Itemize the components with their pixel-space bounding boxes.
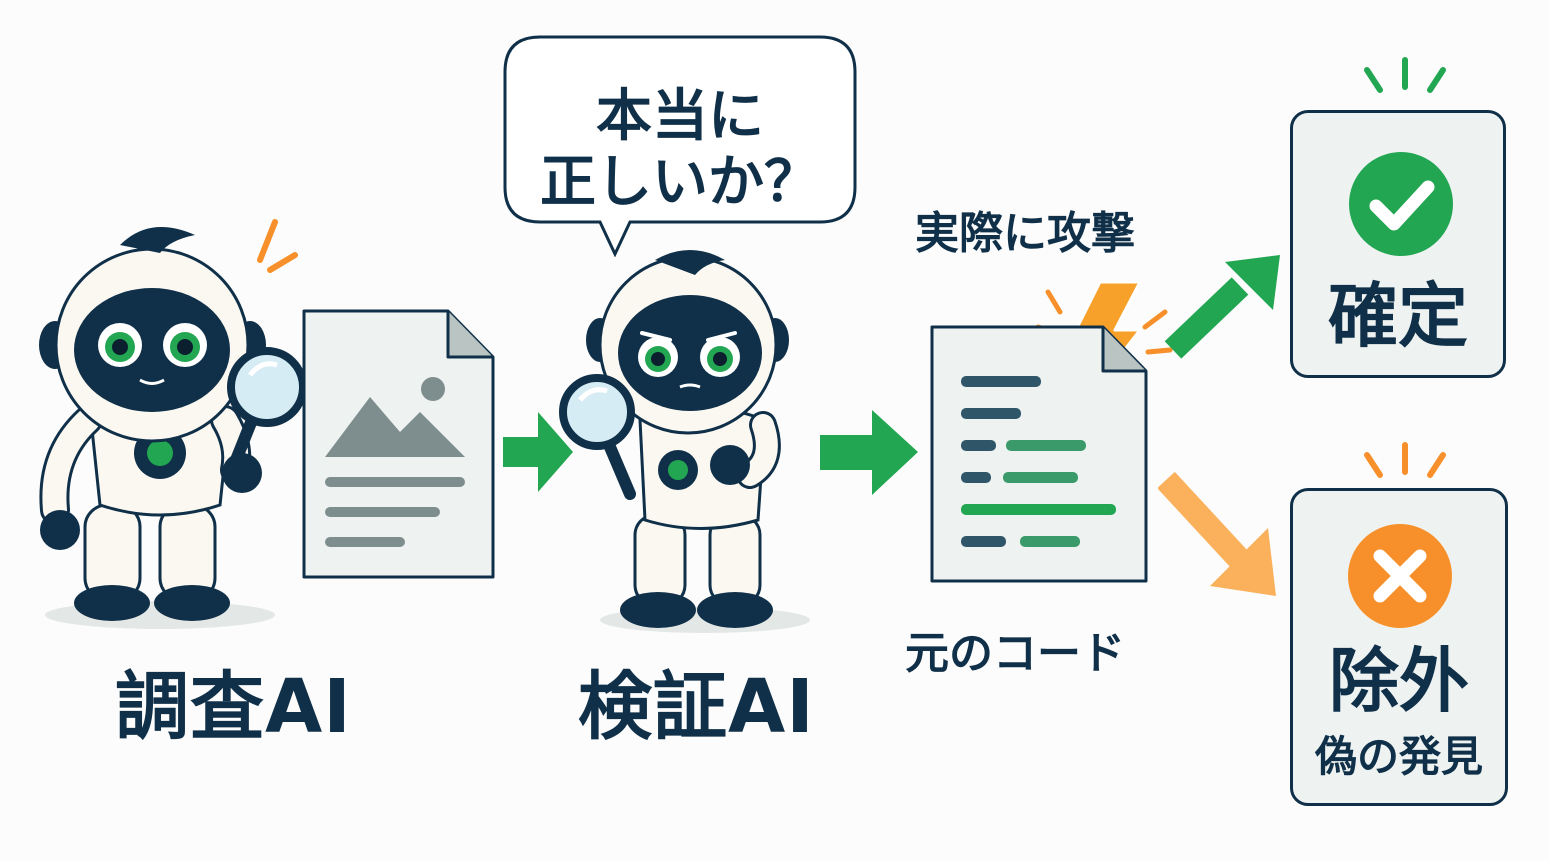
verifier-robot bbox=[570, 245, 840, 640]
image-document bbox=[300, 307, 497, 582]
speech-line-2: 正しいか？ bbox=[540, 150, 820, 215]
arrow-right-icon bbox=[820, 410, 918, 495]
check-icon bbox=[1346, 149, 1456, 259]
sparkle-icon bbox=[240, 210, 300, 280]
magnifier-icon bbox=[555, 372, 645, 502]
confirmed-label: 確定 bbox=[1328, 275, 1468, 357]
arrow-up-right-icon bbox=[1165, 250, 1285, 370]
magnifier-icon bbox=[222, 345, 312, 475]
false-found-label: 偽の発見 bbox=[1314, 732, 1483, 781]
excluded-card: 除外 偽の発見 bbox=[1290, 488, 1508, 806]
arrow-right-icon bbox=[503, 412, 573, 492]
speech-line-1: 本当に bbox=[596, 84, 764, 149]
speech-bubble: 本当に 正しいか？ bbox=[500, 32, 860, 257]
excluded-label: 除外 bbox=[1329, 640, 1469, 722]
verify-ai-label: 検証AI bbox=[578, 664, 815, 750]
cross-icon bbox=[1345, 521, 1455, 631]
investigate-ai-label: 調査AI bbox=[115, 664, 352, 750]
investigator-robot bbox=[20, 205, 310, 635]
confirmed-sparkle-icon bbox=[1355, 55, 1455, 105]
confirmed-card: 確定 bbox=[1290, 110, 1506, 378]
original-code-label: 元のコード bbox=[905, 628, 1125, 679]
code-document bbox=[928, 323, 1150, 585]
attack-label: 実際に攻撃 bbox=[915, 208, 1135, 259]
image-icon bbox=[325, 377, 465, 457]
excluded-sparkle-icon bbox=[1355, 440, 1455, 490]
arrow-down-right-icon bbox=[1158, 468, 1283, 603]
